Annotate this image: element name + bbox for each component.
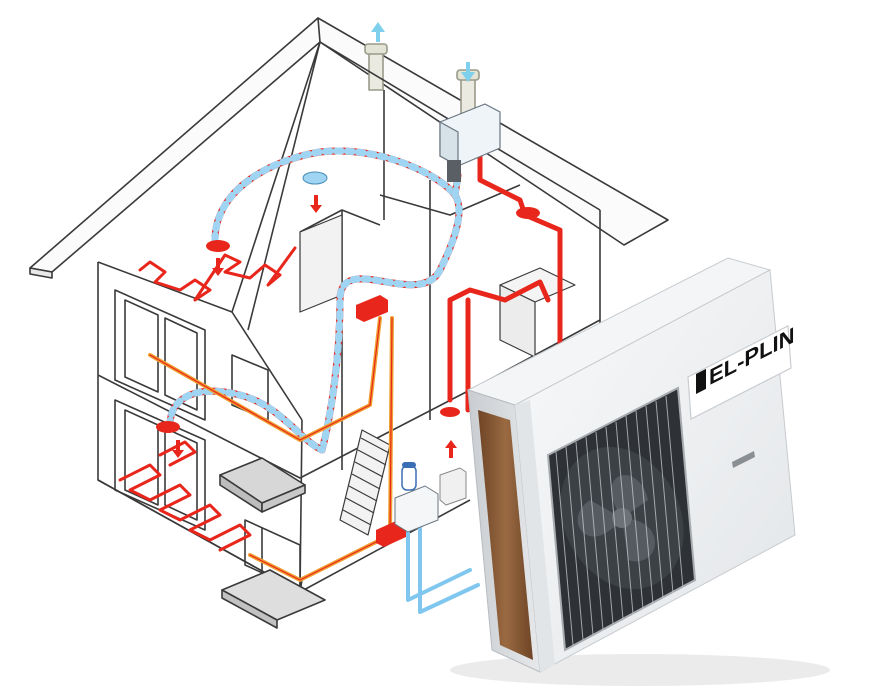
manifold-upper bbox=[356, 295, 388, 322]
arrow-down-icon bbox=[310, 195, 322, 213]
wiring bbox=[148, 316, 394, 582]
diffuser-red-4 bbox=[440, 407, 460, 417]
logo-mark bbox=[696, 368, 706, 394]
heat-exchanger-fins bbox=[478, 410, 533, 660]
arrow-down-icon bbox=[461, 62, 475, 82]
staircase bbox=[339, 429, 391, 536]
cabinet bbox=[299, 214, 343, 313]
arrow-down-icon bbox=[172, 440, 184, 458]
vent-slot bbox=[732, 451, 755, 468]
ventilation-unit bbox=[439, 103, 501, 182]
diffuser-blue bbox=[302, 171, 328, 185]
indoor-unit bbox=[394, 462, 439, 533]
arrow-up-icon bbox=[445, 440, 457, 458]
diffuser-red-3 bbox=[156, 421, 180, 433]
arrow-up-icon bbox=[371, 22, 385, 42]
windows bbox=[114, 289, 301, 591]
diffuser-red-2 bbox=[516, 207, 540, 219]
roof bbox=[29, 17, 669, 331]
manifold-lower bbox=[376, 520, 406, 547]
entrance bbox=[219, 457, 326, 629]
outdoor-heat-pump-unit: EL-PLIN bbox=[450, 257, 830, 686]
fan-grille bbox=[546, 386, 697, 652]
arrow-down-icon bbox=[212, 258, 224, 276]
underfloor-heating bbox=[118, 246, 297, 552]
ventilation-ducts bbox=[166, 147, 463, 454]
appliance bbox=[439, 467, 467, 506]
devices bbox=[156, 22, 540, 547]
diffuser-red-1 bbox=[206, 240, 230, 252]
cold-water-pipes bbox=[406, 518, 480, 614]
